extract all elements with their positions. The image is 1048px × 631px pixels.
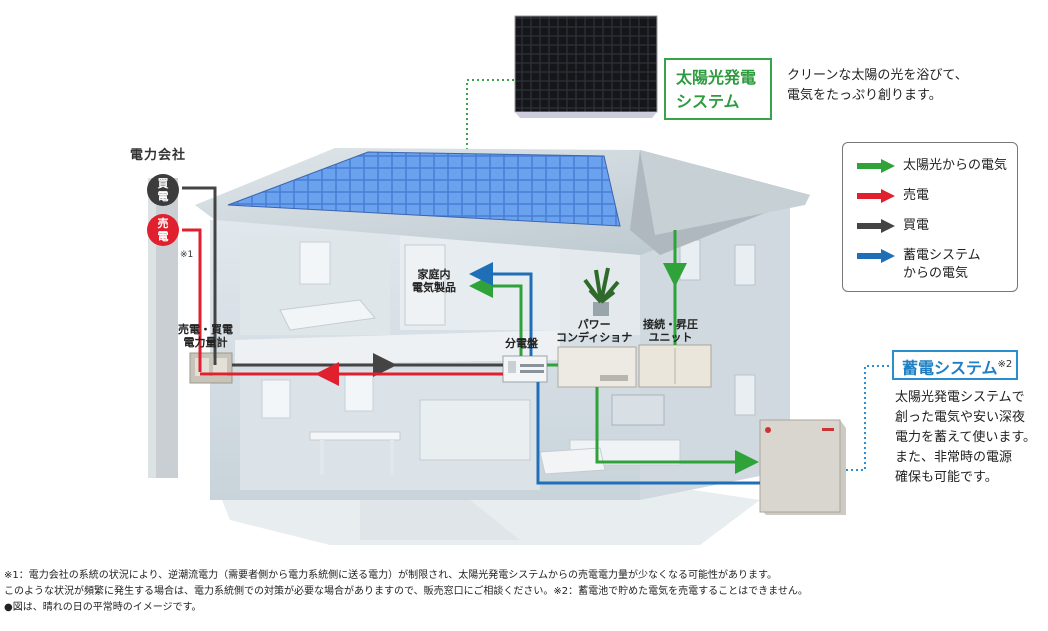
appliances-label-line1: 家庭内 [417,268,451,281]
sell-circle-badge: 売 電 [147,214,179,246]
battery-dotted-connector [846,365,892,471]
battery-title: 蓄電システム [902,358,998,378]
storage-battery-image [759,419,846,515]
conditioner-label-line2: コンディショナ [556,331,633,344]
buy-badge-char1: 買 [157,177,169,190]
sell-badge-char2: 電 [157,230,169,243]
battery-system-label: 蓄電システム※2 [892,350,1018,380]
appliances-label: 家庭内 電気製品 [412,268,456,294]
battery-discharge-line [536,382,760,485]
battery-desc-line: また、非常時の電源 [895,450,1013,465]
solar-title-line1: 太陽光発電 [676,68,757,87]
meter-label-line1: 売電・買電 [178,323,233,336]
legend-label-sell: 売電 [903,188,930,203]
legend-label-battery-line2: からの電気 [903,266,969,281]
solar-panel-image [514,15,658,118]
battery-description: 太陽光発電システムで 創った電気や安い深夜 電力を蓄えて使います。 また、非常時… [895,388,1045,488]
appliance-blue-arrow [469,262,533,356]
buy-badge-char2: 電 [157,190,169,203]
legend: 太陽光からの電気 売電 買電 蓄電システム からの電気 [842,142,1018,292]
solar-title-line2: システム [676,92,740,111]
legend-label-battery: 蓄電システム からの電気 [903,247,1023,283]
legend-label-buy: 買電 [903,218,930,233]
legend-label-solar: 太陽光からの電気 [903,158,1008,173]
junction-label: 接続・昇圧 ユニット [643,318,698,344]
junction-label-line2: ユニット [648,331,693,344]
blue-arrow-icon [857,249,895,263]
power-company-label: 電力会社 [130,148,187,163]
footnote-line: このような状況が頻繁に発生する場合は、電力系統側での対策が必要な場合がありますの… [4,586,808,597]
legend-label-battery-line1: 蓄電システム [903,248,981,263]
appliances-label-line2: 電気製品 [412,281,456,294]
battery-desc-line: 創った電気や安い深夜 [895,410,1026,425]
solar-system-label: 太陽光発電 システム [664,58,772,120]
appliance-green-arrow [469,274,523,356]
distribution-panel [502,355,548,383]
buy-wire-pole [182,186,217,365]
battery-desc-line: 電力を蓄えて使います。 [895,430,1037,445]
footnote-line: ●図は、晴れの日の平常時のイメージです。 [4,602,202,613]
battery-desc-line: 確保も可能です。 [895,470,998,485]
sell-wire-pole [182,228,202,372]
green-arrow-icon [857,159,895,173]
gray-arrow-icon [857,219,895,233]
solar-desc-line1: クリーンな太陽の光を浴びて、 [787,68,968,83]
conditioner-label-line1: パワー [577,318,611,331]
junction-label-line1: 接続・昇圧 [643,318,698,331]
meter-label: 売電・買電 電力量計 [178,323,233,349]
junction-unit [638,344,712,388]
roof [195,148,810,255]
footnote-line: ※1：電力会社の系統の状況により、逆潮流電力（需要者側から電力系統側に送る電力）… [4,570,777,581]
sell-badge-char1: 売 [157,217,169,230]
battery-desc-line: 太陽光発電システムで [895,390,1025,405]
buy-circle-badge: 買 電 [147,174,179,206]
footnotes: ※1：電力会社の系統の状況により、逆潮流電力（需要者側から電力系統側に送る電力）… [4,568,1044,616]
power-conditioner [557,346,637,388]
battery-charge-arrow [595,387,759,474]
power-meter [189,352,233,384]
conditioner-label: パワー コンディショナ [556,318,632,344]
battery-note: ※2 [997,359,1013,370]
red-arrow-icon [857,189,895,203]
note-mark-1: ※1 [180,250,194,260]
meter-label-line2: 電力量計 [183,336,228,349]
solar-desc-line2: 電気をたっぷり創ります。 [787,88,942,103]
panel-label: 分電盤 [505,337,538,350]
solar-description: クリーンな太陽の光を浴びて、 電気をたっぷり創ります。 [787,66,1007,106]
